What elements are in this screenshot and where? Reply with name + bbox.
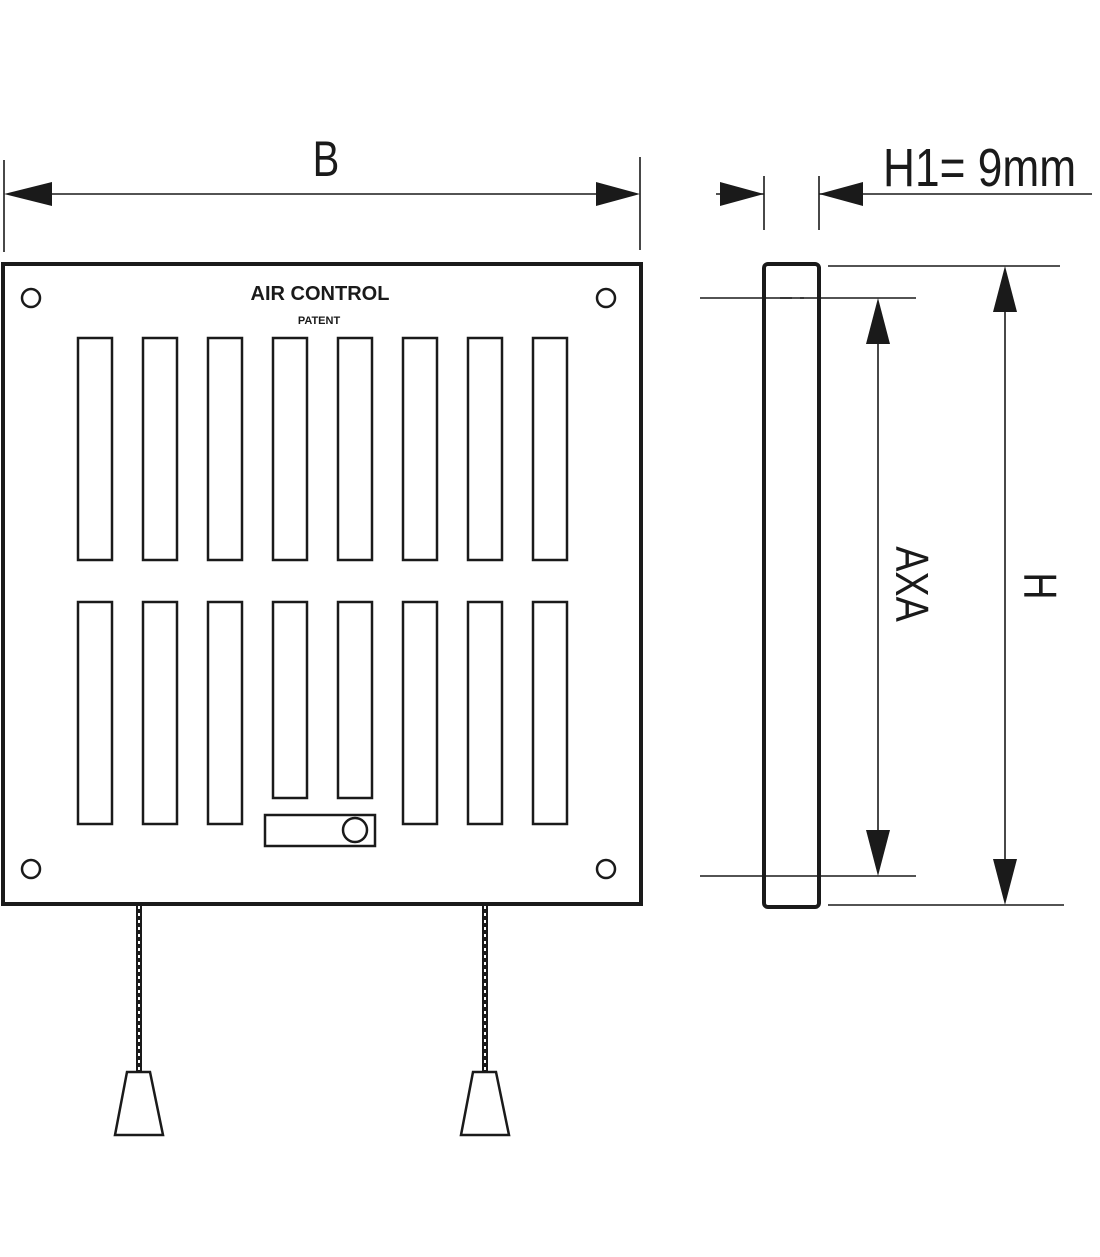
slot: [271, 600, 309, 800]
pull-cord-left: [113, 904, 165, 1137]
hole-spacing-dimension: AXA: [866, 298, 938, 876]
slot: [401, 600, 439, 826]
side-view: H1= 9mm AXA H: [700, 138, 1092, 909]
patent-label: PATENT: [298, 315, 341, 327]
depth-arrow-right-icon: [819, 182, 863, 206]
width-arrow-right-icon: [596, 182, 640, 206]
slot: [76, 600, 114, 826]
axa-arrow-top-icon: [866, 298, 890, 344]
width-label: B: [313, 131, 340, 187]
slot: [206, 336, 244, 562]
height-arrow-top-icon: [993, 266, 1017, 312]
slot: [76, 336, 114, 562]
axa-arrow-bottom-icon: [866, 830, 890, 876]
plate-side-profile: [762, 262, 821, 909]
slot: [466, 600, 504, 826]
slot: [531, 336, 569, 562]
slot: [141, 600, 179, 826]
height-dimension: H: [993, 266, 1066, 905]
screw-hole-top-right: [595, 287, 617, 309]
cord-weight-right: [459, 1070, 511, 1137]
screw-hole-top-left: [20, 287, 42, 309]
grille-plate: [1, 262, 643, 906]
slot: [271, 336, 309, 562]
hole-spacing-label: AXA: [886, 546, 937, 621]
width-arrow-left-icon: [4, 182, 52, 206]
slot: [206, 600, 244, 826]
depth-arrow-left-icon: [720, 182, 764, 206]
cord-weight-left: [113, 1070, 165, 1137]
slider-control: [263, 813, 377, 848]
front-view: B AIR CONTROL PATENT: [1, 131, 643, 1137]
depth-label: H1= 9mm: [883, 138, 1076, 198]
pull-cord-right: [459, 904, 511, 1137]
height-label: H: [1014, 572, 1065, 599]
screw-hole-bottom-left: [20, 858, 42, 880]
depth-dimension: H1= 9mm: [716, 138, 1092, 230]
top-slot-row: [76, 336, 569, 562]
bottom-slot-row: [76, 600, 569, 826]
slider-track: [263, 813, 377, 848]
slot: [141, 336, 179, 562]
screw-hole-bottom-right: [595, 858, 617, 880]
slot: [336, 336, 374, 562]
slot: [401, 336, 439, 562]
brand-label: AIR CONTROL: [251, 283, 390, 305]
slot: [466, 336, 504, 562]
slot: [336, 600, 374, 800]
height-arrow-bottom-icon: [993, 859, 1017, 905]
slider-knob: [341, 816, 369, 844]
slot: [531, 600, 569, 826]
width-dimension: B: [3, 131, 641, 252]
